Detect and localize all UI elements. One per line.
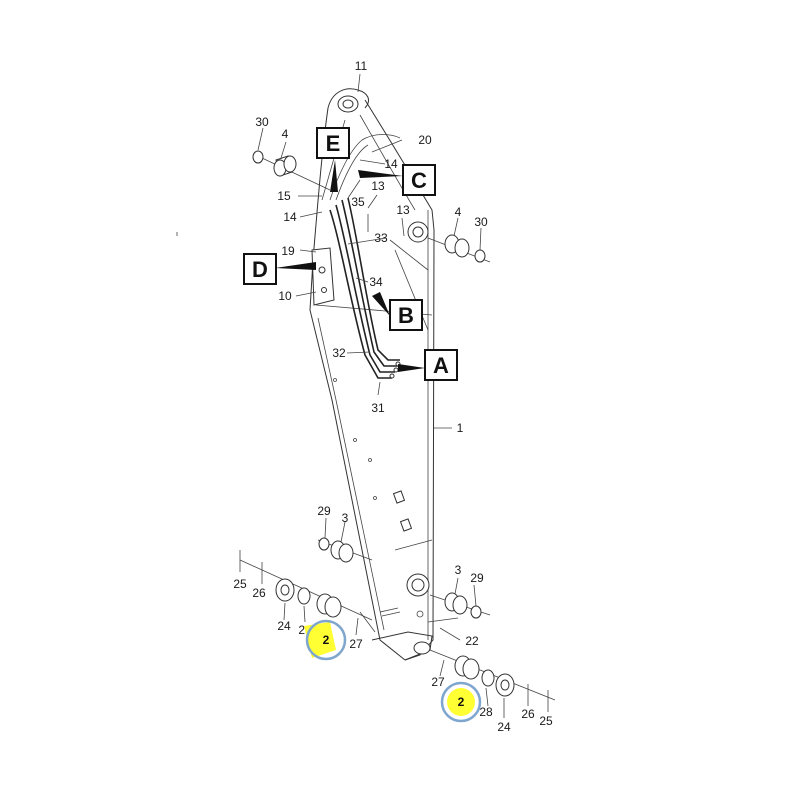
callout-2-left: 2: [323, 633, 330, 647]
hydraulic-hoses: [329, 134, 401, 379]
washer-30-upper-right: [474, 249, 486, 263]
callout-28-right: 28: [479, 705, 493, 719]
callout-13-upper: 13: [371, 179, 385, 193]
leader-lines: [257, 73, 505, 718]
box-D-label: D: [252, 257, 268, 282]
callout-3-left: 3: [342, 511, 349, 525]
callout-31: 31: [371, 401, 385, 415]
box-B-label: B: [398, 303, 414, 328]
highlight-ring-right: [440, 681, 482, 723]
washer-29-left: [318, 537, 330, 551]
callout-24-left: 24: [277, 619, 291, 633]
callout-33: 33: [374, 231, 388, 245]
washer-30-upper-left: [252, 150, 264, 164]
highlight-part-2-left: 2: [304, 619, 347, 661]
callout-32: 32: [332, 346, 346, 360]
callout-2-right: 2: [458, 695, 465, 709]
callout-27-right: 27: [431, 675, 445, 689]
bottom-left-pin-assembly: [239, 550, 376, 633]
callout-29-right: 29: [470, 571, 484, 585]
upper-left-pin-assembly: [252, 150, 331, 191]
callout-25-right: 25: [539, 714, 553, 728]
mid-right-pin-assembly: [429, 592, 491, 619]
highlight-fill-left: [304, 622, 336, 658]
callout-3-right: 3: [455, 563, 462, 577]
callout-numbers: 11 30 4 20 14 13 15 35 13 4 30 14 33 19 …: [233, 59, 553, 734]
box-C: C: [402, 164, 436, 196]
callout-11: 11: [355, 59, 368, 73]
ring-28-left: [297, 587, 311, 605]
callout-1: 1: [457, 421, 464, 435]
highlight-ring-left: [305, 619, 347, 661]
callout-19: 19: [281, 244, 295, 258]
box-D: D: [243, 253, 277, 285]
callout-26-left: 26: [252, 586, 266, 600]
highlight-fill-right: [447, 688, 475, 716]
callout-20: 20: [418, 133, 432, 147]
box-B: B: [389, 299, 423, 331]
callout-29-left: 29: [317, 504, 331, 518]
callout-4-upper-right: 4: [455, 205, 462, 219]
callout-14-left: 14: [283, 210, 297, 224]
box-E-label: E: [326, 131, 341, 156]
callout-13-right: 13: [396, 203, 410, 217]
box-A-label: A: [433, 353, 449, 378]
upper-right-pin-assembly: [427, 234, 491, 263]
box-A: A: [424, 349, 458, 381]
callout-30-upper-left: 30: [255, 115, 269, 129]
callout-15: 15: [277, 189, 291, 203]
box-E: E: [316, 127, 350, 159]
callout-27-left: 27: [349, 637, 363, 651]
callout-35: 35: [351, 195, 365, 209]
callout-26-right: 26: [521, 707, 535, 721]
callout-30-upper-right: 30: [474, 215, 488, 229]
callout-22: 22: [465, 634, 479, 648]
callout-25-left: 25: [233, 577, 247, 591]
callout-24-right: 24: [497, 720, 511, 734]
washer-29-right: [470, 605, 482, 619]
callout-4-upper-left: 4: [282, 127, 289, 141]
ring-28-right: [481, 669, 495, 687]
box-C-label: C: [411, 168, 427, 193]
callout-14-upper: 14: [384, 157, 398, 171]
view-pointers: [275, 160, 425, 372]
bottom-right-pin-assembly: [429, 649, 556, 712]
callout-10: 10: [278, 289, 292, 303]
highlight-part-2-right: 2: [440, 681, 482, 723]
mid-left-pin-assembly: [317, 537, 373, 563]
callout-34: 34: [369, 275, 383, 289]
